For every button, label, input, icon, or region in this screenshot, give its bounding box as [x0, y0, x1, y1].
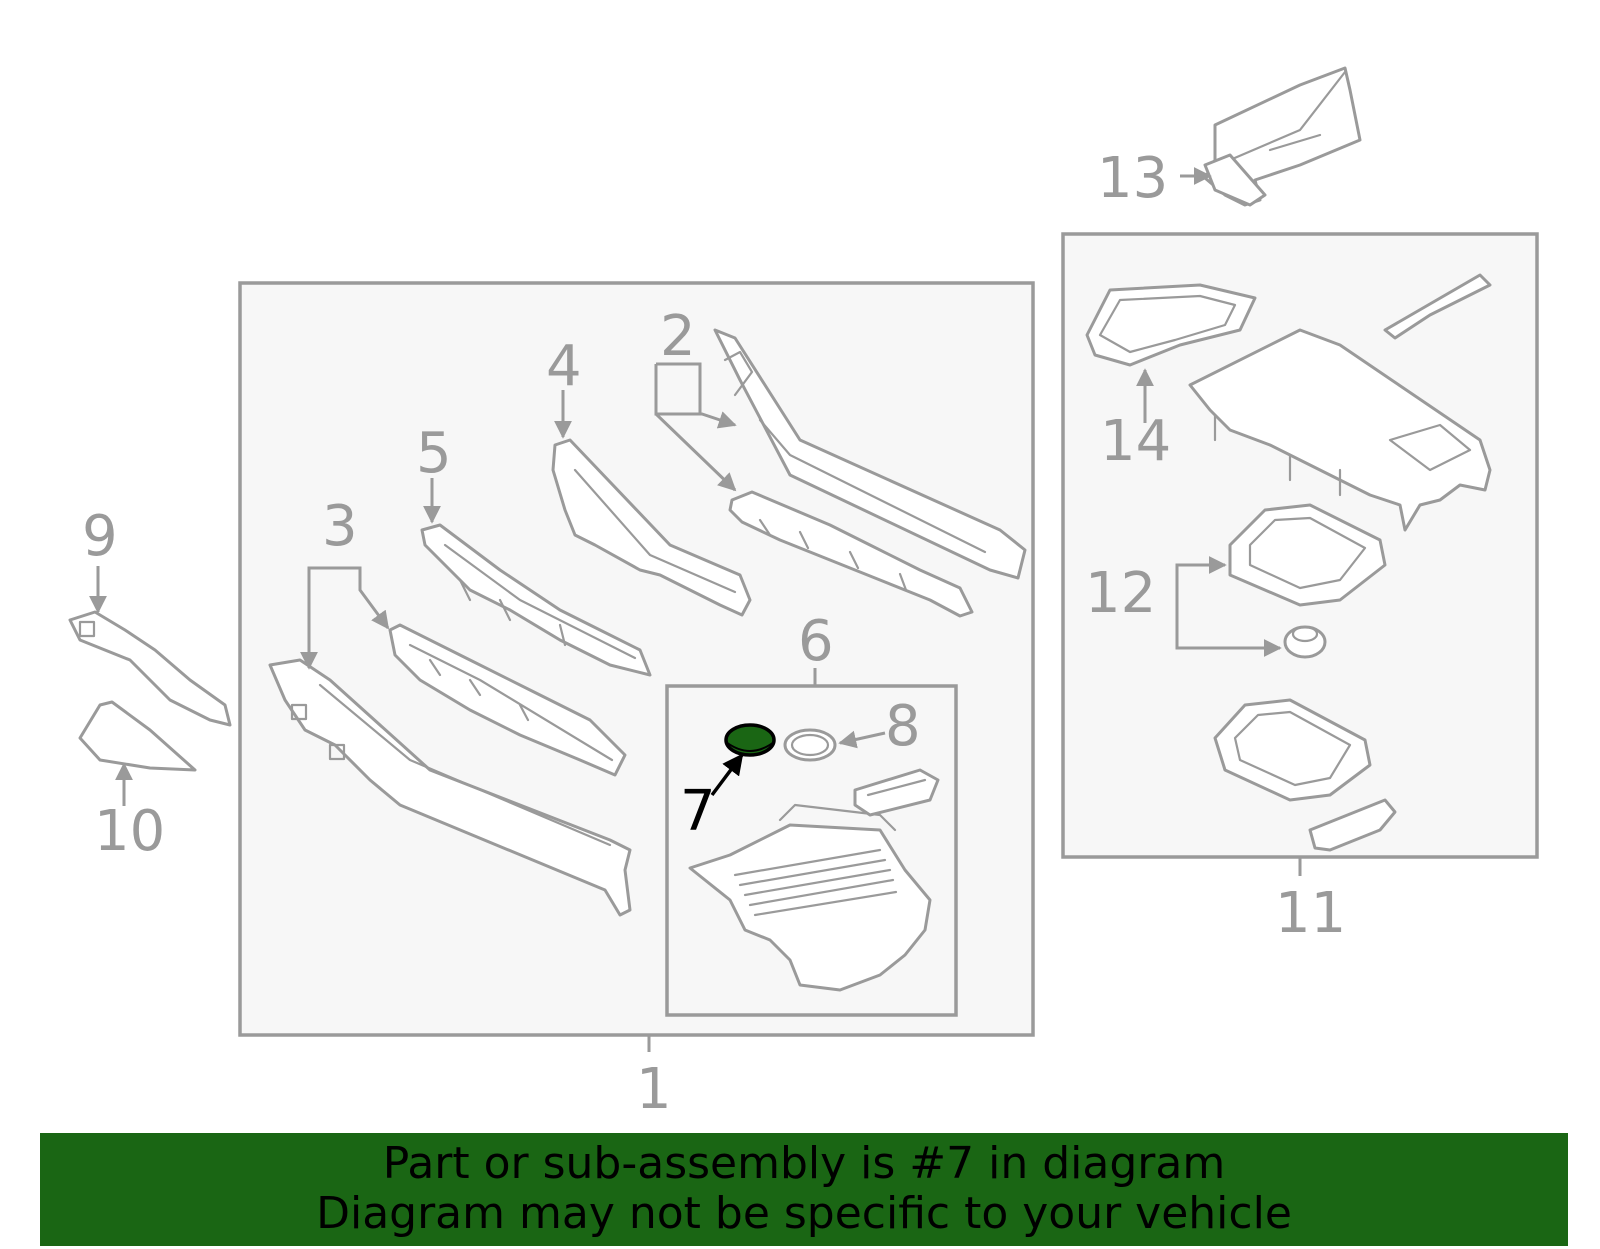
callout-2: 2 — [660, 304, 696, 369]
callout-7: 7 — [680, 779, 716, 844]
part-11-housing — [1188, 273, 1492, 532]
callout-5: 5 — [416, 421, 452, 486]
callout-9: 9 — [82, 504, 118, 569]
callout-11: 11 — [1275, 881, 1346, 946]
callout-6: 6 — [798, 609, 834, 674]
part-7-highlighted — [724, 723, 776, 757]
part-3-side-trim — [268, 623, 632, 917]
banner-line-1: Part or sub-assembly is #7 in diagram — [382, 1138, 1226, 1189]
part-14-bezel — [1085, 283, 1257, 367]
callout-12: 12 — [1085, 561, 1156, 626]
part-13-duct — [1203, 66, 1362, 207]
callout-10: 10 — [94, 799, 165, 864]
banner-line-2: Diagram may not be specific to your vehi… — [316, 1188, 1292, 1239]
part-5-bracket — [420, 523, 652, 677]
callout-3: 3 — [322, 494, 358, 559]
callout-14: 14 — [1100, 409, 1171, 474]
part-11-lower-bezel — [1213, 698, 1397, 852]
part-12-shifter-boot — [1228, 503, 1387, 659]
part-10-cover — [78, 700, 197, 772]
callout-13: 13 — [1097, 146, 1168, 211]
part-4-panel — [551, 438, 752, 617]
part-9-trim — [68, 610, 232, 727]
part-6-storage-bin — [688, 768, 940, 992]
callout-1: 1 — [636, 1057, 672, 1122]
callout-8: 8 — [885, 694, 921, 759]
callout-4: 4 — [546, 334, 582, 399]
part-8-ring — [783, 728, 837, 762]
info-banner: Part or sub-assembly is #7 in diagram Di… — [40, 1133, 1568, 1246]
part-2-trim — [713, 328, 1027, 618]
